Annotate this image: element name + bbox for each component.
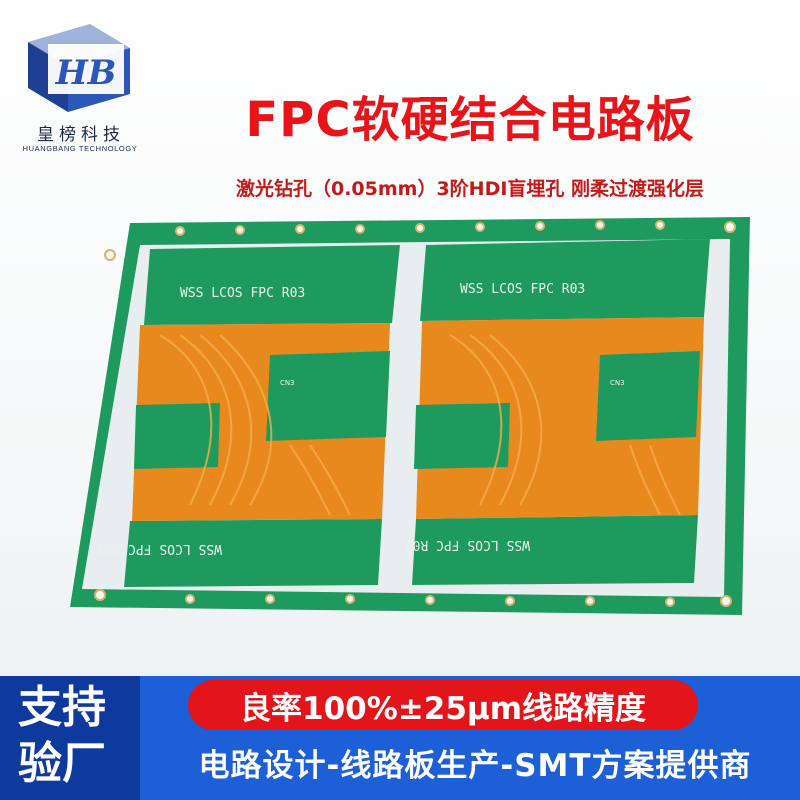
yield-pill <box>188 680 698 730</box>
brand-name-cn: 皇榜科技 <box>37 125 125 145</box>
yield-text: 良率100%±25μm线路精度 <box>240 691 646 727</box>
rigid-top-left <box>144 245 400 325</box>
connector-label-right: CN3 <box>610 379 625 387</box>
brand-name-en: HUANGBANG TECHNOLOGY <box>22 144 138 153</box>
rigid-bottom-left <box>124 519 382 587</box>
connector-right <box>414 403 510 469</box>
page-subtitle: 激光钻孔（0.05mm）3阶HDI盲埋孔 刚柔过渡强化层 <box>235 178 705 200</box>
marking-bottom-right: WSS LCOS FPC R03 <box>405 537 530 552</box>
marking-top-right: WSS LCOS FPC R03 <box>460 282 585 297</box>
services-tagline: 电路设计-线路板生产-SMT方案提供商 <box>198 748 752 784</box>
rigid-top-right <box>420 239 710 321</box>
support-line-1: 支持 <box>18 682 106 733</box>
pcb-board-image: WSS LCOS FPC R03 WSS LCOS FPC R03 CN3 <box>70 205 760 629</box>
logo-mark-text: HB <box>55 53 117 93</box>
brand-logo: HB 皇榜科技 HUANGBANG TECHNOLOGY <box>20 14 138 154</box>
connector-left <box>134 403 220 469</box>
pcb-board-graphic: WSS LCOS FPC R03 WSS LCOS FPC R03 CN3 <box>70 217 750 615</box>
tooling-holes <box>94 220 736 607</box>
hb-logo-icon: HB <box>28 24 130 112</box>
marking-bottom-left: WSS LCOS FPC R03 <box>97 541 222 556</box>
marking-top-left: WSS LCOS FPC R03 <box>180 286 305 301</box>
pcb-unit-left: WSS LCOS FPC R03 WSS LCOS FPC R03 CN3 <box>97 245 400 587</box>
connector-label-left: CN3 <box>280 379 295 387</box>
support-factory-audit: 支持 验厂 <box>18 680 148 792</box>
rigid-mid-left <box>266 351 390 441</box>
support-panel <box>0 676 140 800</box>
pcb-unit-right: WSS LCOS FPC R03 WSS LCOS FPC R03 CN3 <box>405 239 710 585</box>
rigid-mid-right <box>596 351 700 441</box>
rigid-bottom-right <box>412 515 698 585</box>
page-title: FPC软硬结合电路板 <box>245 92 695 148</box>
support-line-2: 验厂 <box>18 738 106 789</box>
